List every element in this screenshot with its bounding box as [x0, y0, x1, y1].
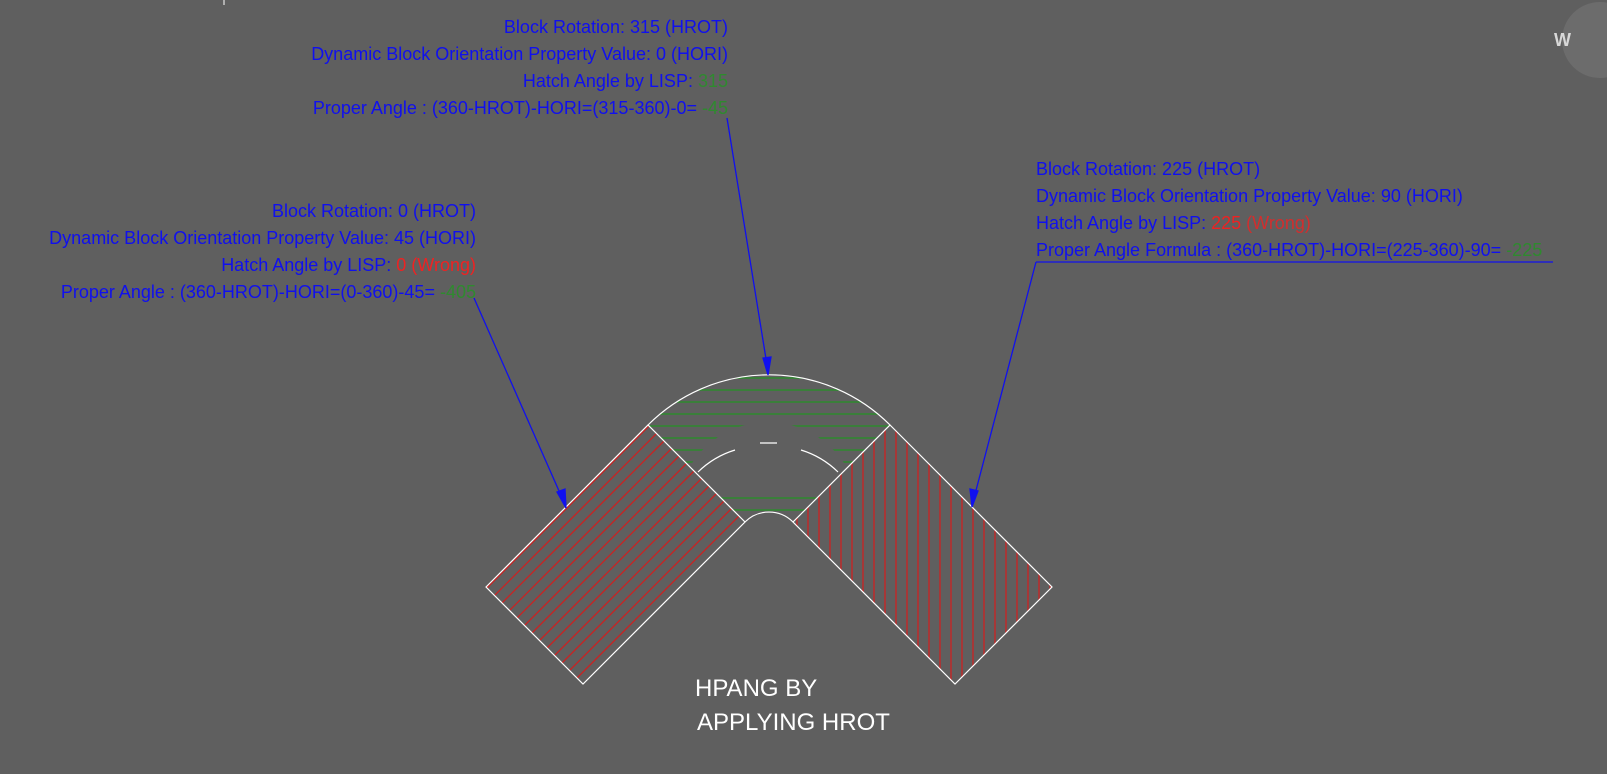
- elbow-inner-arc[interactable]: [744, 511, 794, 523]
- hatch-line: [486, 425, 745, 684]
- hatch-line: [486, 425, 745, 684]
- caption-line1[interactable]: HPANG BY: [695, 675, 817, 702]
- top-line4: Proper Angle : (360-HROT)-HORI=(315-360)…: [313, 98, 728, 118]
- leader-right[interactable]: [973, 261, 1037, 499]
- hatch-line: [486, 425, 745, 684]
- hatch-line: [486, 425, 745, 684]
- hatch-line: [486, 425, 745, 684]
- left-line3: Hatch Angle by LISP: 0 (Wrong): [221, 255, 476, 275]
- viewcube-west-label: W: [1554, 30, 1571, 50]
- hatch-right-vertical: [796, 425, 1051, 684]
- top-line3: Hatch Angle by LISP: 315: [523, 71, 728, 91]
- hatch-line: [559, 425, 745, 684]
- right-line2: Dynamic Block Orientation Property Value…: [1036, 186, 1463, 206]
- right-line4: Proper Angle Formula : (360-HROT)-HORI=(…: [1036, 240, 1542, 260]
- left-line4: Proper Angle : (360-HROT)-HORI=(0-360)-4…: [61, 282, 476, 302]
- elbow-outer-arc[interactable]: [647, 374, 891, 426]
- annotation-left[interactable]: Block Rotation: 0 (HROT) Dynamic Block O…: [49, 201, 476, 302]
- top-line2: Dynamic Block Orientation Property Value…: [311, 44, 728, 64]
- annotation-right[interactable]: Block Rotation: 225 (HROT) Dynamic Block…: [1036, 159, 1542, 260]
- elbow-centerline-arc-left: [697, 449, 736, 473]
- hatch-line: [589, 425, 745, 684]
- top-line1: Block Rotation: 315 (HROT): [504, 17, 728, 37]
- leader-right-arrowhead: [969, 488, 979, 508]
- leader-left-arrowhead: [556, 488, 567, 509]
- hatch-line: [486, 425, 745, 684]
- hatch-line: [574, 425, 745, 684]
- hatch-line: [486, 425, 745, 684]
- right-line3: Hatch Angle by LISP: 225 (Wrong): [1036, 213, 1311, 233]
- viewcube[interactable]: W: [1554, 2, 1607, 78]
- hatch-line: [544, 425, 745, 684]
- hatch-line: [486, 425, 745, 684]
- caption-line2[interactable]: APPLYING HROT: [697, 709, 890, 736]
- elbow-right-segment[interactable]: [792, 424, 1053, 685]
- elbow-centerline-arc-right: [800, 449, 839, 473]
- hatch-line: [486, 425, 745, 684]
- leader-left[interactable]: [473, 297, 564, 501]
- elbow-left-segment[interactable]: [485, 424, 746, 685]
- left-line1: Block Rotation: 0 (HROT): [272, 201, 476, 221]
- right-line1: Block Rotation: 225 (HROT): [1036, 159, 1260, 179]
- leader-top[interactable]: [726, 117, 768, 366]
- leader-top-arrowhead: [762, 356, 772, 376]
- left-line2: Dynamic Block Orientation Property Value…: [49, 228, 476, 248]
- annotation-top[interactable]: Block Rotation: 315 (HROT) Dynamic Block…: [311, 17, 728, 118]
- hatch-line: [486, 425, 745, 684]
